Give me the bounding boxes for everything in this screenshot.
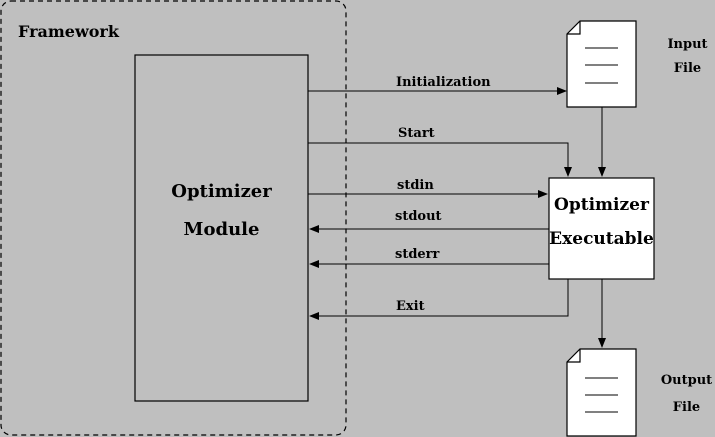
- start-label: Start: [398, 126, 435, 141]
- exit-arrow: [309, 279, 569, 320]
- stderr-label: stderr: [395, 247, 440, 262]
- stdin-label: stdin: [397, 178, 434, 193]
- output-file-icon: [566, 348, 637, 437]
- stdout-label: stdout: [395, 209, 442, 224]
- input-file-label-line1: Input: [667, 37, 708, 52]
- output-file-label-line1: Output: [660, 373, 713, 388]
- framework-label: Framework: [18, 22, 119, 41]
- start-arrow: [308, 142, 572, 177]
- framework-boundary: [0, 0, 347, 436]
- optimizer-module-box: [134, 54, 309, 402]
- input-file-label-line2: File: [673, 61, 702, 76]
- initialization-label: Initialization: [396, 75, 491, 90]
- executable-label-line2: Executable: [549, 229, 654, 249]
- module-label-line2: Module: [183, 219, 260, 240]
- module-label-line1: Optimizer: [171, 181, 272, 202]
- executable-label-line1: Optimizer: [554, 195, 649, 215]
- exit-label: Exit: [396, 299, 425, 314]
- output-file-label-line2: File: [672, 400, 701, 415]
- input-file-icon: [566, 20, 637, 108]
